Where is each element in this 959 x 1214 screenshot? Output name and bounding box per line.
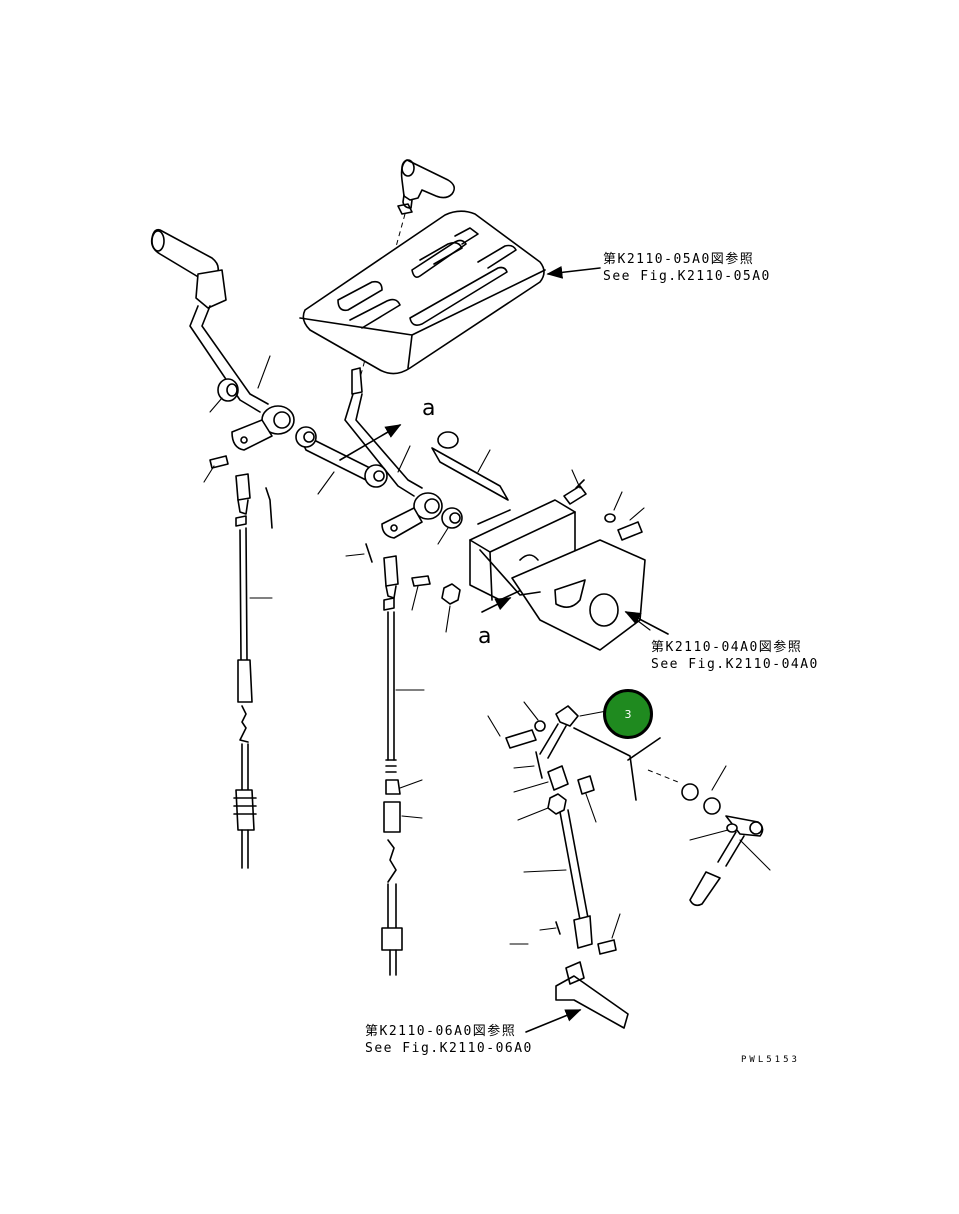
view-a-arrow <box>481 597 512 613</box>
middle-split-pin <box>345 543 373 563</box>
left-clevis-pin <box>203 455 229 483</box>
lower-split-pin <box>513 751 543 779</box>
ref-k2110-05a0: 第K2110-05A0図参照 See Fig.K2110-05A0 <box>603 251 771 285</box>
bracket-nut <box>441 583 461 633</box>
right-lever <box>344 367 463 545</box>
left-lever <box>150 228 295 451</box>
ref-en-label: See Fig.K2110-06A0 <box>365 1041 533 1056</box>
ref-k2110-04a0: 第K2110-04A0図参照 See Fig.K2110-04A0 <box>651 639 819 673</box>
callout-3-numbered-circle-icon[interactable]: 3 <box>603 689 653 739</box>
cross-shaft <box>295 424 402 495</box>
right-link-bushings <box>647 765 727 815</box>
bracket-bolt-top <box>563 469 587 505</box>
middle-cable <box>381 555 425 976</box>
view-label-lower: a <box>478 624 492 649</box>
left-cable <box>233 473 273 869</box>
console-cover <box>299 210 546 375</box>
ref-en-label: See Fig.K2110-04A0 <box>651 657 819 672</box>
drawing-code: PWL5153 <box>741 1055 800 1065</box>
callout-label: 3 <box>624 707 632 721</box>
lower-clevis <box>513 765 597 823</box>
pivot-pin <box>431 431 509 501</box>
lower-end-bolt <box>597 913 621 955</box>
lower-end-pin <box>509 921 561 945</box>
bracket-washer <box>604 491 623 523</box>
right-lever-pin <box>689 823 738 841</box>
lower-nut <box>517 793 567 821</box>
bracket-bolt-right <box>617 507 645 541</box>
ref-jp-label: 第K2110-05A0図参照 <box>603 252 755 267</box>
ref-k2110-06a0: 第K2110-06A0図参照 See Fig.K2110-06A0 <box>365 1023 533 1057</box>
middle-clevis-bolt <box>411 575 431 611</box>
bushing-left <box>209 378 239 413</box>
lower-rod <box>523 809 593 949</box>
lower-pedal-arm <box>525 961 629 1033</box>
ref-jp-label: 第K2110-06A0図参照 <box>365 1024 517 1039</box>
ref-en-label: See Fig.K2110-05A0 <box>603 269 771 284</box>
lever-bracket <box>469 499 651 651</box>
ref-jp-label: 第K2110-04A0図参照 <box>651 640 803 655</box>
ref-arrow-05 <box>546 265 601 279</box>
lower-bolt <box>487 715 537 749</box>
ref-arrow-04 <box>624 611 669 635</box>
left-split-pin <box>265 487 273 529</box>
view-label-upper: a <box>422 396 436 421</box>
lower-washer <box>523 701 546 732</box>
right-hand-lever <box>689 815 771 907</box>
